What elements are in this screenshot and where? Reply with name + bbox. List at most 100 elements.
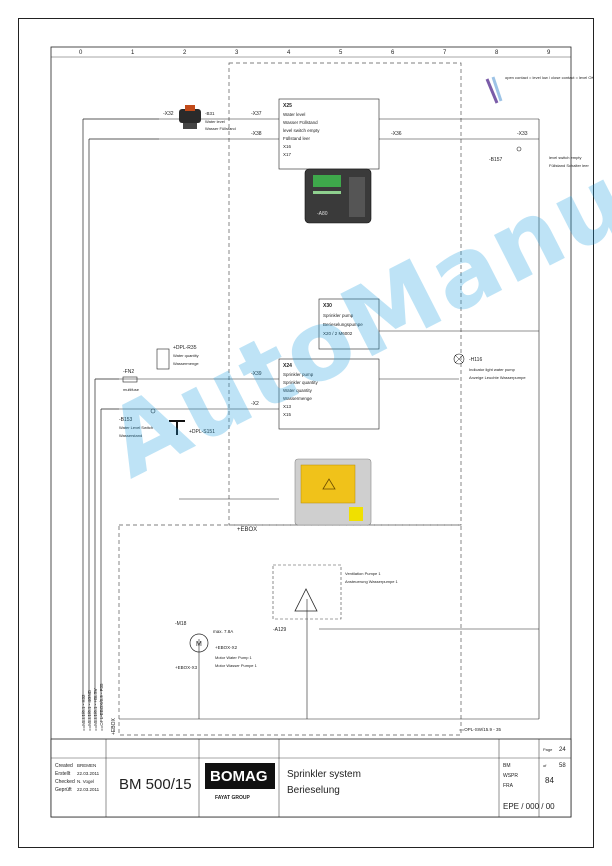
module-mid-row-2: Sprinkler quantity [283,380,319,385]
ruler-7: 7 [443,50,447,56]
doc-number: EPE / 000 / 00 [503,802,555,811]
sensor-top-desc-de: Wasser Füllstand [205,126,236,131]
pump: M -M18 max. 7.8A +EBOX-X3 Motor Water Pu… [175,621,258,670]
module-top-row-6: X17 [283,152,292,157]
brand-logo [205,763,275,789]
conn-x38: -X38 [251,131,262,137]
module-right-row-2: Berieselungspumpe [323,322,363,327]
module-mid-row-4: Wassermenge [283,396,312,401]
schematic-sheet: Created Erstellt Checked Geprüft BREMEN … [18,18,594,848]
page-total: 58 [559,763,566,769]
ebox-lower-boundary [118,524,462,736]
created-label: Created [55,763,73,769]
ebox-bottom-ref: ==OPL-SW/15.9 - 35 [459,727,502,732]
module-top-row-4: Füllstand leer [283,136,311,141]
title-block: Created Erstellt Checked Geprüft BREMEN … [50,738,572,818]
conn-x37: -X37 [251,111,262,117]
level-switch-desc-en: Water Level Switch [119,425,153,430]
created-date: 22.03.2011 [77,771,100,776]
page-label: Page [543,747,553,752]
display-picture [294,458,372,526]
module-top-row-3: level switch empty [283,128,320,133]
pump-desc-en: Motor Water Pump 1 [215,655,253,660]
left-bus [82,118,159,719]
created-de: Erstellt [55,771,71,777]
title-de: Berieselung [287,785,340,796]
wiring [119,118,540,720]
quantity-pot: +DPL-R35 Water quantity Wassermenge [156,345,199,370]
fuse-tag: -FN2 [123,369,134,375]
connector-labels: -X32 -X37 -X38 -X39 -X2 -X36 -X33 [163,111,528,407]
bus-label-4: ==OPL-EBOX/6.9 - F35 [99,683,104,731]
level-contact-desc-en: level switch empty [549,155,581,160]
conn-x32: -X32 [163,111,174,117]
pump-terminal: +EBOX-X2 [215,645,238,650]
ecu-picture: -A80 [304,168,372,224]
conn-x2: -X2 [251,401,259,407]
conn-x39: -X39 [251,371,262,377]
ruler-5: 5 [339,50,343,56]
module-top: X25 Water level Wasser Füllstand level s… [278,98,380,170]
checked-by: N. Vogel [77,779,94,784]
title-en: Sprinkler system [287,769,361,780]
ruler-1: 1 [131,50,135,56]
relay-desc-en: Ventilation Pumpe 1 [345,571,381,576]
module-right: X30 Sprinkler pump Berieselungspumpe X20… [318,298,380,350]
brand-name: BOMAG [210,768,268,785]
fuse-desc: multifuse [123,387,140,392]
module-right-header: X30 [323,303,332,309]
ecu-tag: -A80 [317,211,328,217]
relay-desc-de: Ansteuerung Wasserpumpe 1 [345,579,399,584]
ruler-9: 9 [547,50,551,56]
pump-conn: +EBOX-X3 [175,665,198,670]
module-mid-row-3: Water quantity [283,388,313,393]
switch-note: open contact = level low / close contact… [505,75,594,80]
conn-x36: -X36 [391,131,402,137]
lamp-switch: +DPL-S151 [169,420,215,435]
pump-symbol: M [196,641,202,648]
indicator-lamp: -H116 Indicator light water pump Anzeige… [453,353,526,380]
module-right-row-3: X20 / 2 M6002 [323,331,353,336]
ruler-0: 0 [79,50,83,56]
pot-tag: +DPL-R35 [173,345,197,351]
checked-de: Geprüft [55,787,72,793]
level-switch-picture: open contact = level low / close contact… [485,75,594,104]
model-label: BM 500/15 [119,776,192,793]
ebox-label: +EBOX [237,527,257,533]
checked-label: Checked [55,779,75,785]
pot-desc-en: Water quantity [173,353,199,358]
pump-tag: -M18 [175,621,187,627]
module-top-row-2: Wasser Füllstand [283,120,318,125]
ebox-upper-boundary [228,62,462,526]
bus-label-2: ==MEL1/6.1 - 4GND [87,689,92,731]
brand-sub: FAYAT GROUP [215,795,250,801]
pump-rating: max. 7.8A [213,629,233,634]
of-label: of [543,763,547,768]
ruler-2: 2 [183,50,187,56]
indicator-tag: -H116 [469,357,482,363]
level-contact-tag: -B157 [489,157,503,163]
module-mid-row-5: X13 [283,404,292,409]
column-ruler: 0 1 2 3 4 5 6 7 8 9 [51,50,571,58]
module-mid-row-1: Sprinkler pump [283,372,314,377]
relay: -A129 Ventilation Pumpe 1 Ansteuerung Wa… [272,564,399,633]
pump-desc-de: Motor Wasser Pumpe 1 [215,663,258,668]
wiring-diagram: Created Erstellt Checked Geprüft BREMEN … [50,46,594,818]
sensor-top-desc-en: Water level [205,119,225,124]
ebox-side-label: +EBOX [111,718,117,735]
ruler-8: 8 [495,50,499,56]
fuse: -FN2 multifuse [122,369,140,392]
indicator-desc-en: Indicator light water pump [469,367,516,372]
level-switch: -B153 Water Level Switch Wasserstand [119,408,156,438]
bus-label-3: ==MEL1/6.1 - +BLSV [93,688,98,731]
module-mid-header: X24 [283,363,292,369]
module-mid: X24 Sprinkler pump Sprinkler quantity Wa… [278,358,380,430]
pot-desc-de: Wassermenge [173,361,199,366]
ref-2: WSPR [503,773,518,779]
created-by: BREMEN [77,763,96,768]
indicator-desc-de: Anzeige Leuchte Wasserpumpe [469,375,526,380]
sheet-number: 84 [545,776,554,785]
ref-3: FRA [503,783,514,789]
lamp-switch-tag: +DPL-S151 [189,429,215,435]
